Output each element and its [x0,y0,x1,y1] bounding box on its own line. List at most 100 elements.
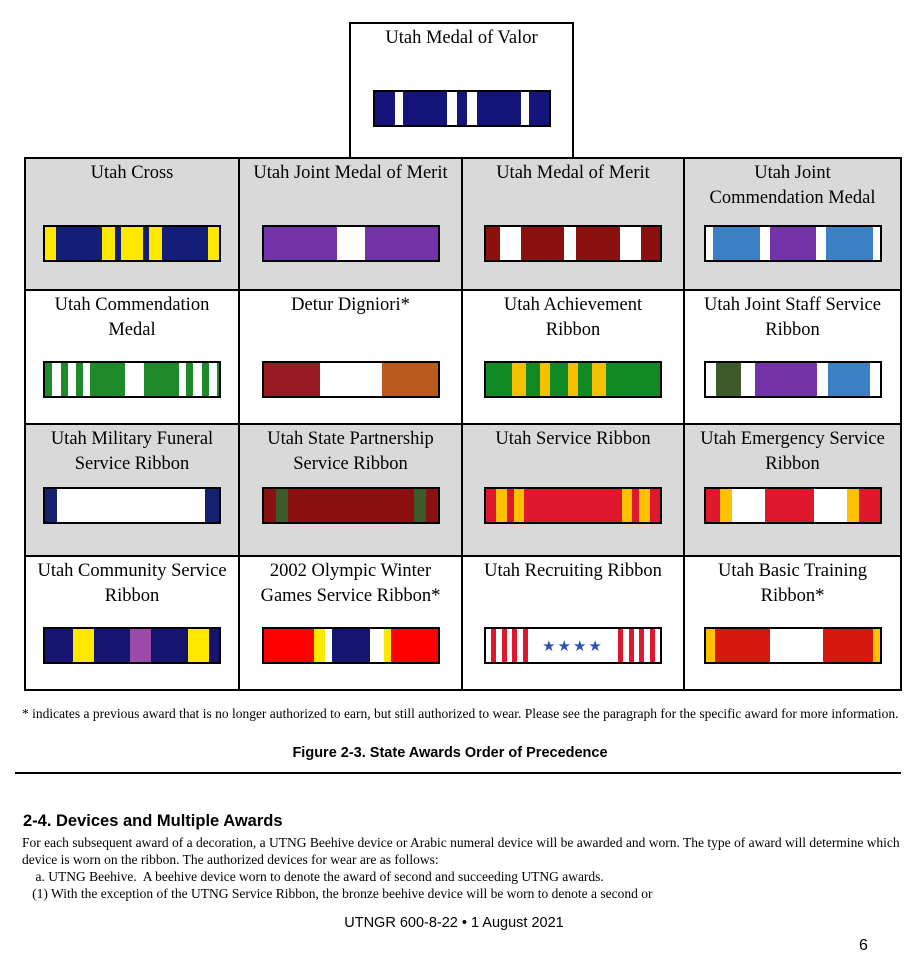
ribbon-stripe [759,227,771,260]
ribbon-stripe [45,227,56,260]
ribbon-stripe [618,629,624,662]
award-title: Utah Cross [90,163,174,183]
ribbon-stripe [142,227,150,260]
ribbon-stripe [491,629,497,662]
award-cell-utah-cross: Utah Cross [24,157,240,291]
ribbon-stripe [45,489,58,522]
ribbon-utah-achievement-ribbon [484,361,662,398]
ribbon-stripe [314,629,325,662]
ribbon-stripe [639,489,650,522]
ribbon-stripe [716,363,741,396]
ribbon-stripe [161,227,209,260]
ribbon-stripe [512,363,527,396]
ribbon-stripe [520,92,529,125]
ribbon-stripe [331,629,371,662]
ribbon-stripe [528,92,549,125]
ribbon-stripe [719,489,733,522]
ribbon-stripe [288,489,414,522]
ribbon-stripe [522,629,528,662]
paragraph-intro: For each subsequent award of a decoratio… [22,835,900,867]
ribbon-stripe [506,489,514,522]
ribbon-stripe [55,227,103,260]
ribbon-stripe [185,363,193,396]
ribbon-stripe [712,227,760,260]
ribbon-2002-olympic-winter-games-service-ribbon [262,627,440,664]
award-cell-utah-state-partnership-service-ribbon: Utah State Partnership Service Ribbon [238,423,463,557]
figure-caption: Figure 2-3. State Awards Order of Preced… [292,745,608,761]
ribbon-stripe [486,489,497,522]
ribbon-stripe [714,629,771,662]
ribbon-stripe [817,363,828,396]
ribbon-stripe [324,629,332,662]
ribbon-stripe [496,489,507,522]
ribbon-stripe [486,227,500,260]
ribbon-stripe [60,363,68,396]
ribbon-utah-community-service-ribbon [43,627,221,664]
award-cell-utah-medal-of-valor: Utah Medal of Valor [349,22,574,159]
ribbon-stripe [506,629,513,662]
ribbon-stripe [382,363,438,396]
ribbon-stripe [606,363,660,396]
award-cell-2002-olympic-winter-games-service-ribbon: 2002 Olympic Winter Games Service Ribbon… [238,555,463,691]
ribbon-stripe [45,363,52,396]
ribbon-stripe [706,489,720,522]
ribbon-stripe [524,489,622,522]
ribbon-stripe [513,489,525,522]
award-title: Utah Emergency Service Ribbon [700,429,885,474]
ribbon-stripe [384,629,391,662]
ribbon-stripe [486,363,513,396]
ribbon-stripe [621,489,633,522]
ribbon-stripe [740,363,755,396]
ribbon-utah-emergency-service-ribbon [704,487,882,524]
ribbon-stripe [826,227,874,260]
ribbon-stripe [375,92,396,125]
award-cell-utah-recruiting-ribbon: Utah Recruiting Ribbon★★★★ [461,555,685,691]
page-footer: UTNGR 600-8-22 • 1 August 2021 [344,915,564,931]
ribbon-stripe [770,629,823,662]
ribbon-utah-cross [43,225,221,262]
ribbon-stripe [628,629,634,662]
ribbon-stripe [337,227,365,260]
ribbon-stripe [425,489,438,522]
award-title: Detur Digniori* [291,295,410,315]
ribbon-stripe [319,363,383,396]
ribbon-stripe [364,227,438,260]
ribbon-stripe [93,629,131,662]
award-cell-utah-emergency-service-ribbon: Utah Emergency Service Ribbon [683,423,902,557]
ribbon-stripe [501,629,507,662]
ribbon-stripe [859,489,880,522]
ribbon-stripe [649,629,655,662]
ribbon-stripe [201,363,209,396]
paragraph-exception: (1) With the exception of the UTNG Servi… [22,886,653,901]
ribbon-stripe [770,227,816,260]
ribbon-stripe [144,363,179,396]
ribbon-stripe [90,363,126,396]
ribbon-stripe [403,92,447,125]
ribbon-stripe [815,227,827,260]
award-cell-utah-joint-staff-service-ribbon: Utah Joint Staff Service Ribbon [683,289,902,425]
section-divider [15,772,901,774]
ribbon-stripe [619,227,641,260]
ribbon-stripe [592,363,607,396]
award-title: Utah Joint Medal of Merit [253,163,448,183]
ribbon-stripe [846,489,860,522]
section-heading: 2-4. Devices and Multiple Awards [23,812,283,830]
ribbon-stripe [192,363,202,396]
award-title: Utah Community Service Ribbon [37,561,227,606]
ribbon-stripe [264,227,338,260]
ribbon-stripe [446,92,457,125]
ribbon-stripe [67,363,77,396]
award-title: Utah Military Funeral Service Ribbon [50,429,214,474]
ribbon-utah-medal-of-valor [373,90,551,127]
ribbon-stripe [391,629,438,662]
ribbon-utah-medal-of-merit [484,225,662,262]
ribbon-utah-military-funeral-service-ribbon [43,487,221,524]
ribbon-stripe [564,227,577,260]
ribbon-stripe [264,489,277,522]
ribbon-stripe [57,489,206,522]
ribbon-stripe [706,363,717,396]
ribbon-utah-joint-staff-service-ribbon [704,361,882,398]
ribbon-stripe [486,629,492,662]
ribbon-stripe [130,629,152,662]
ribbon-stripe [151,629,188,662]
